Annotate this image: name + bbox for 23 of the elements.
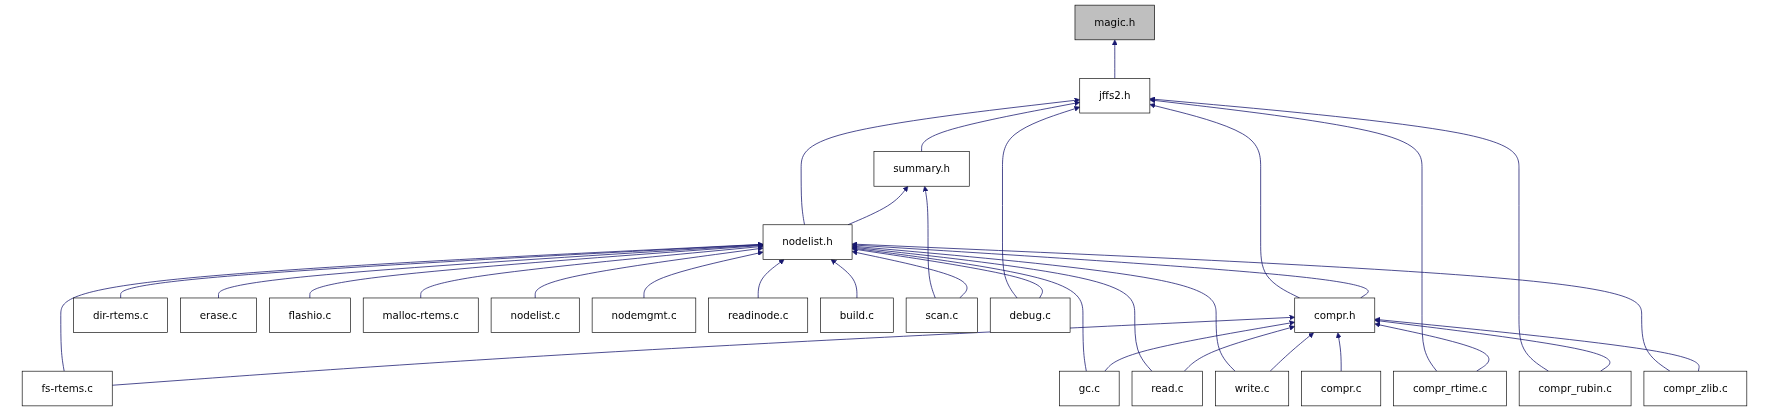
node-box: fs-rtems.c [21,370,113,407]
node-box: compr.c [1301,370,1382,407]
node-box: nodelist.h [762,224,853,260]
node-box: malloc-rtems.c [362,297,479,333]
node-box: dir-rtems.c [73,297,168,333]
node-box: compr_zlib.c [1643,370,1748,407]
node-box: scan.c [905,297,978,333]
node-box: read.c [1131,370,1203,407]
node-box: magic.h [1074,4,1155,41]
node-box: readinode.c [708,297,809,333]
node-box: jffs2.h [1079,78,1151,114]
node-box: compr_rubin.c [1518,370,1632,407]
node-box: compr_rtime.c [1393,370,1507,407]
node-box: nodelist.c [490,297,580,333]
node-box: compr.h [1294,297,1376,333]
node-box: nodemgmt.c [591,297,697,333]
node-box: debug.c [989,297,1071,333]
node-box: build.c [820,297,894,333]
node-box: flashio.c [269,297,351,333]
node-box: gc.c [1059,370,1120,407]
node-box: write.c [1215,370,1290,407]
node-box: erase.c [180,297,257,333]
node-box: summary.h [873,151,970,187]
